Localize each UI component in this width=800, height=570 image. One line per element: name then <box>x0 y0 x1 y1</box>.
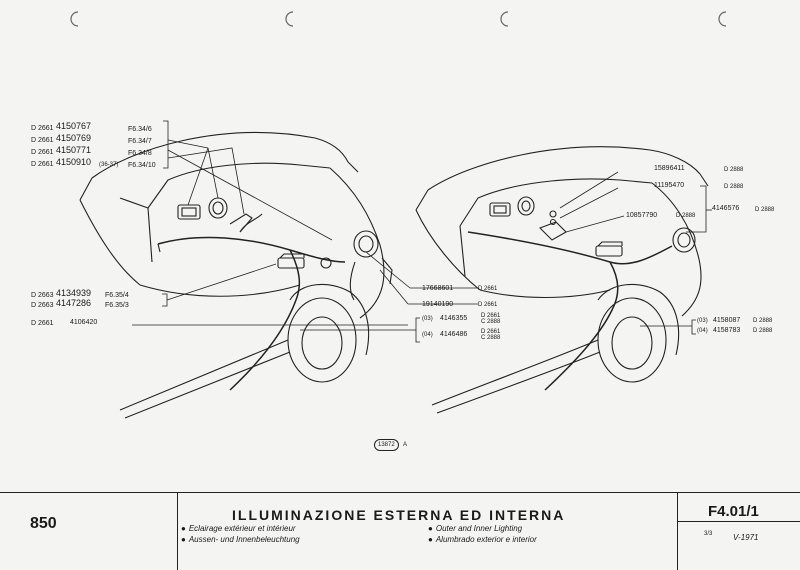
model-code: D 2888 <box>676 213 696 219</box>
revision-date: V-1971 <box>733 533 759 542</box>
figure-ref: F6.34/10 <box>128 162 156 169</box>
subtitle-de: ●Aussen- und Innenbeleuchtung <box>181 535 300 544</box>
sheet-number: 3/3 <box>704 531 713 537</box>
binder-hole-icon <box>500 11 509 27</box>
model-code: D 2888 <box>753 328 773 334</box>
model-code: D 2888 <box>753 318 773 324</box>
label-prefix: D 2661 <box>31 125 54 132</box>
variant-range: (36-37) <box>99 162 119 168</box>
model-cell: 850 <box>0 493 178 570</box>
part-number: 4158087 <box>713 317 741 324</box>
part-number: 15896411 <box>654 165 685 172</box>
label-prefix: D 2663 <box>31 302 54 309</box>
part-number: 4146355 <box>440 315 468 322</box>
leader-lines <box>132 120 712 343</box>
binder-hole-icon <box>285 11 294 27</box>
part-number: 17668601 <box>422 285 454 292</box>
model-code: D 2888 <box>755 207 775 213</box>
figure-ref: F6.34/8 <box>128 150 152 157</box>
left-car-drawing <box>79 132 393 419</box>
part-number: 4150769 <box>56 133 92 143</box>
figure-ref: F6.35/3 <box>105 302 129 309</box>
subtitle-en: ●Outer and Inner Lighting <box>428 524 523 533</box>
diagram-number-badge: 13872 <box>374 439 399 451</box>
diagram-suffix: A <box>403 442 408 448</box>
subtitle-es: ●Alumbrado exterior e interior <box>428 535 537 544</box>
title-block: 850 ILLUMINAZIONE ESTERNA ED INTERNA ●Ec… <box>0 492 800 570</box>
model-code: D 2888 <box>724 167 744 173</box>
label-prefix: D 2661 <box>31 149 54 156</box>
right-car-drawing <box>415 146 709 414</box>
reference-cell: F4.01/1 3/3 V-1971 <box>677 493 800 570</box>
part-number: 4150767 <box>56 121 92 131</box>
binder-hole-icon <box>718 11 727 27</box>
part-number: 19140190 <box>422 301 454 308</box>
part-number: 4146486 <box>440 331 468 338</box>
model-number: 850 <box>30 515 57 532</box>
label-prefix: D 2661 <box>31 161 54 168</box>
quantity-code: (04) <box>697 328 708 334</box>
part-number: 4158783 <box>713 327 741 334</box>
label-prefix: D 2661 <box>31 320 54 327</box>
model-code: D 2661 <box>478 302 498 308</box>
figure-ref: F6.34/7 <box>128 138 152 145</box>
binder-holes <box>70 11 727 27</box>
subtitle-fr: ●Eclairage extérieur et intérieur <box>181 524 296 533</box>
figure-ref: F6.35/4 <box>105 292 129 299</box>
title-cell: ILLUMINAZIONE ESTERNA ED INTERNA ●Eclair… <box>177 493 678 570</box>
label-prefix: D 2663 <box>31 292 54 299</box>
part-number: 4106420 <box>70 319 98 326</box>
page-title: ILLUMINAZIONE ESTERNA ED INTERNA <box>232 507 566 523</box>
quantity-code: (04) <box>422 332 433 338</box>
quantity-code: (03) <box>697 318 708 324</box>
page-code: F4.01/1 <box>708 503 759 520</box>
part-number: 4150771 <box>56 145 92 155</box>
label-prefix: D 2661 <box>31 137 54 144</box>
part-number: 4150910 <box>56 157 92 167</box>
model-code: D 2888 <box>724 184 744 190</box>
binder-hole-icon <box>70 11 79 27</box>
quantity-code: (03) <box>422 316 433 322</box>
part-number: 4134939 <box>56 288 92 298</box>
part-number: 4147286 <box>56 298 92 308</box>
figure-ref: F6.34/6 <box>128 126 152 133</box>
part-number: 11195470 <box>654 182 685 189</box>
model-code: D 2661 <box>478 286 498 292</box>
part-number: 10857790 <box>626 212 658 219</box>
part-number: 4146576 <box>712 205 740 212</box>
